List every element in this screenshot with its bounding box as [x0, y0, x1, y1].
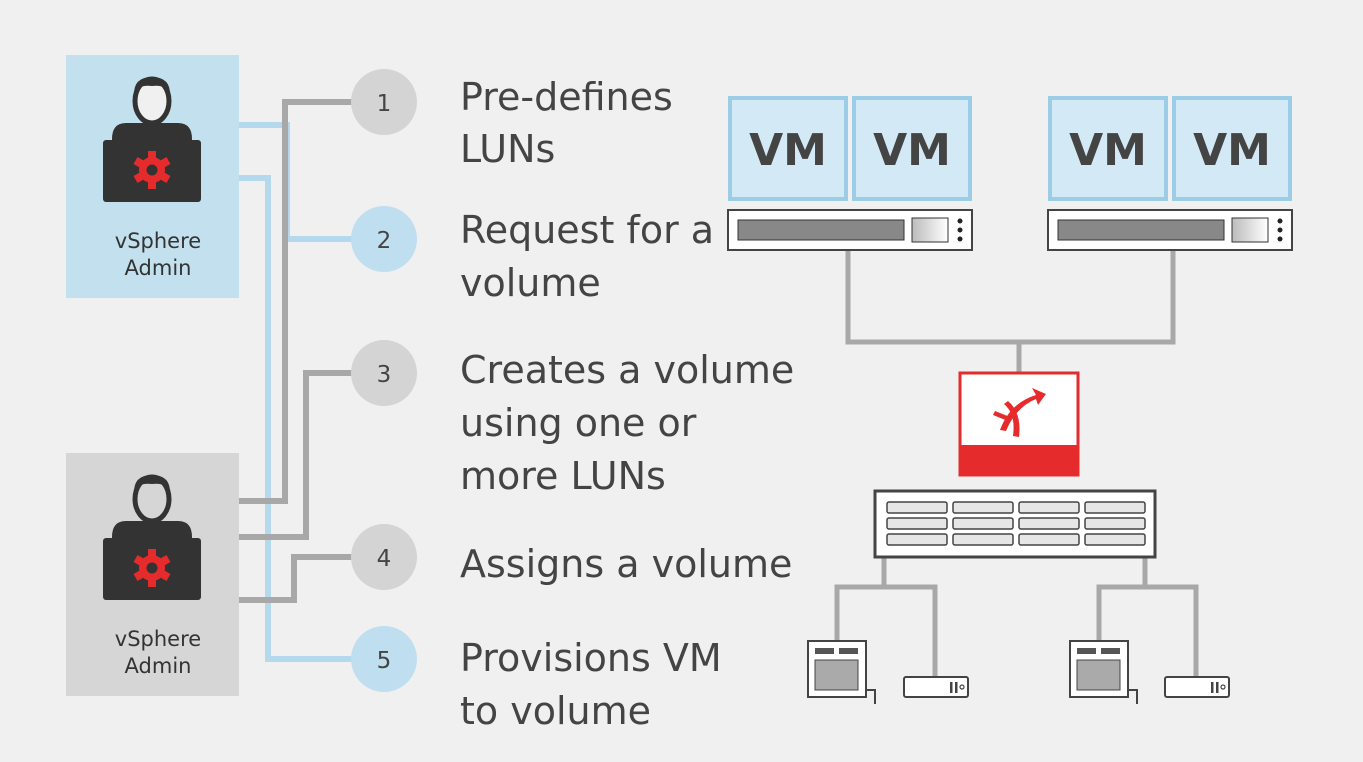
person-at-laptop-icon [103, 76, 201, 202]
step-circle [351, 626, 417, 692]
step-1-text-line2: LUNs [460, 127, 555, 171]
storage-logo-icon [958, 371, 1080, 477]
host-server [727, 209, 973, 251]
admin-label-line2: Admin [125, 654, 192, 678]
storage-array [873, 489, 1157, 559]
vm-box: VM [728, 96, 848, 201]
disk-enclosure [1069, 640, 1138, 704]
person-at-laptop-icon [103, 474, 201, 600]
vm-label: VM [1069, 125, 1147, 176]
admin-label-line1: vSphere [115, 627, 201, 651]
step-circle [351, 69, 417, 135]
vm-label: VM [1193, 125, 1271, 176]
step-circle [351, 340, 417, 406]
vm-box: VM [1172, 96, 1292, 201]
disk-enclosure [807, 640, 876, 704]
vm-box: VM [1048, 96, 1168, 201]
blue-connectors [239, 122, 358, 662]
tape-drive [903, 676, 969, 698]
step-circle [351, 524, 417, 590]
step-number: 3 [377, 362, 392, 388]
vm-label: VM [873, 125, 951, 176]
step-5: 5 [351, 626, 417, 692]
tape-drive [1164, 676, 1230, 698]
step-circle [351, 206, 417, 272]
step-3-text-line3: more LUNs [460, 454, 666, 498]
step-number: 1 [377, 91, 392, 117]
step-1-text-line1: Pre-defines [460, 75, 673, 119]
step-2-text-line1: Request for a [460, 208, 714, 252]
vm-label: VM [749, 125, 827, 176]
step-5-text-line1: Provisions VM [460, 636, 722, 680]
step-4: 4 [351, 524, 417, 590]
host-server [1047, 209, 1293, 251]
step-number: 4 [377, 546, 392, 572]
gray-connectors [239, 99, 358, 603]
admin-label-line2: Admin [125, 256, 192, 280]
step-5-text-line2: to volume [460, 689, 651, 733]
step-2: 2 [351, 206, 417, 272]
step-3-text-line1: Creates a volume [460, 348, 794, 392]
step-3: 3 [351, 340, 417, 406]
admin-label-line1: vSphere [115, 229, 201, 253]
step-1: 1 [351, 69, 417, 135]
step-3-text-line2: using one or [460, 401, 697, 445]
step-4-text-line1: Assigns a volume [460, 542, 792, 586]
step-number: 2 [377, 228, 392, 254]
step-2-text-line2: volume [460, 261, 601, 305]
step-number: 5 [377, 648, 392, 674]
network-connectors [834, 250, 1199, 677]
vm-box: VM [852, 96, 972, 201]
